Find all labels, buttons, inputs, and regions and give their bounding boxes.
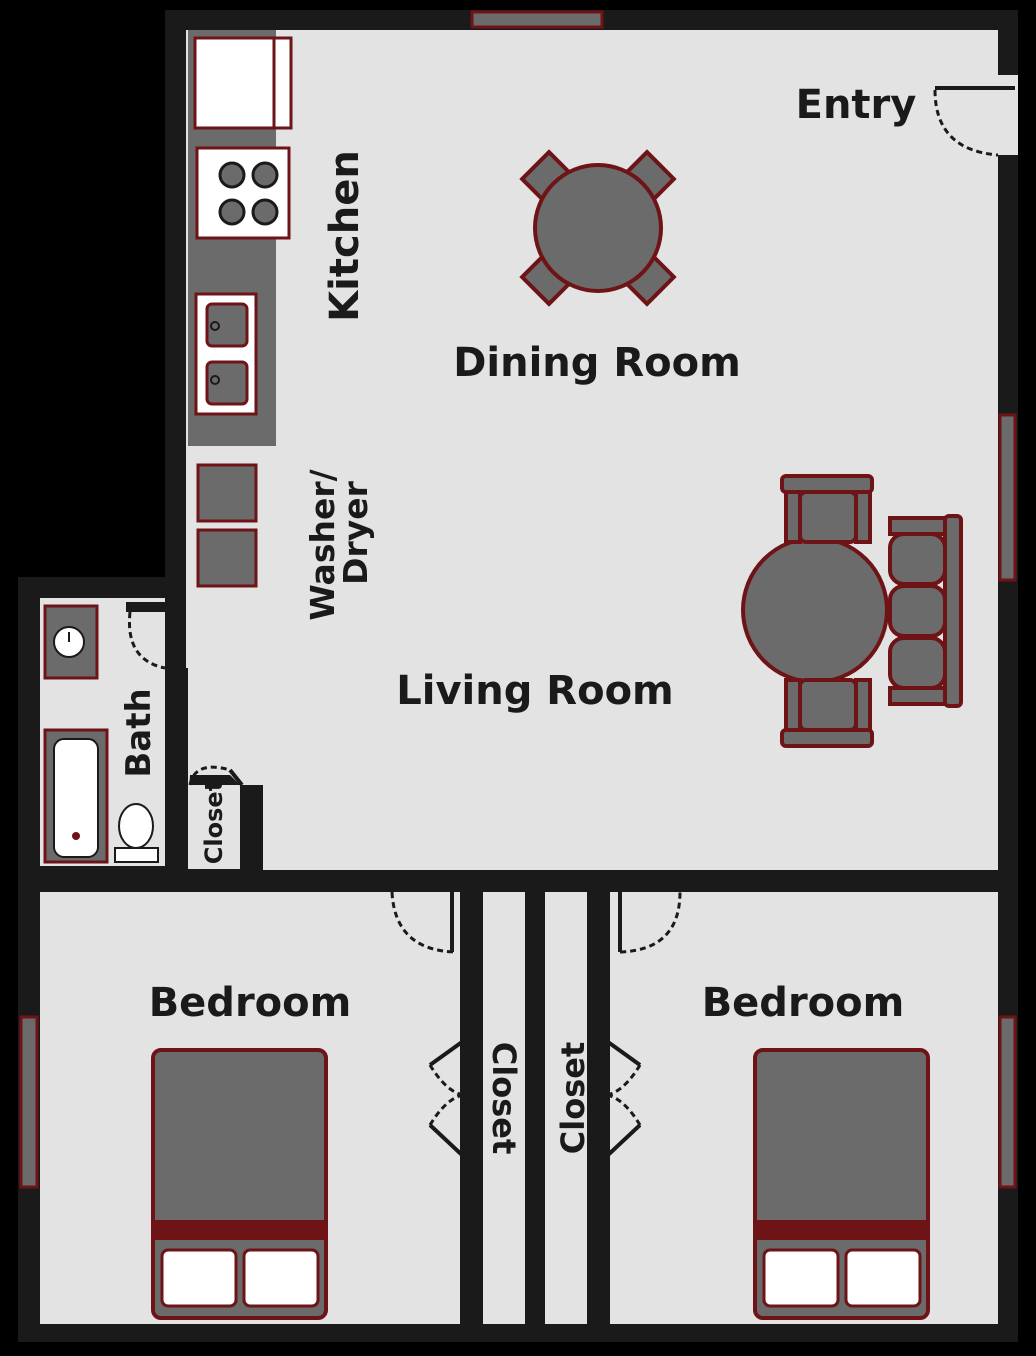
label-bedroom-right: Bedroom bbox=[702, 980, 905, 1026]
label-bedroom-left: Bedroom bbox=[149, 980, 352, 1026]
washer bbox=[196, 463, 258, 523]
left-closet-frame bbox=[428, 1040, 464, 1157]
label-washer: Washer/ bbox=[303, 468, 342, 620]
bath-sink-icon bbox=[43, 604, 99, 680]
label-closet-small: Closet bbox=[200, 780, 228, 864]
bedroom-right-door-swing bbox=[619, 891, 682, 954]
wall-living-bedroom-left bbox=[18, 870, 390, 892]
dryer bbox=[196, 528, 258, 588]
wall-closet-left bbox=[460, 892, 483, 1042]
label-closet-right: Closet bbox=[554, 1042, 592, 1154]
bathtub-icon bbox=[43, 728, 109, 864]
main-floor bbox=[185, 30, 1018, 870]
interior-walls bbox=[18, 602, 1018, 1342]
window-bedroom-left bbox=[19, 1015, 39, 1189]
bedroom-left-door-swing bbox=[390, 891, 456, 954]
small-closet-floor bbox=[188, 785, 240, 869]
window-top bbox=[470, 10, 604, 29]
right-hall-closet-floor bbox=[545, 892, 587, 1324]
closet-door-swing bbox=[188, 765, 231, 786]
right-closet-door-b bbox=[607, 1093, 642, 1126]
left-hall-closet-floor bbox=[483, 892, 525, 1324]
chair-top bbox=[780, 474, 874, 544]
label-living-room: Living Room bbox=[396, 668, 673, 714]
label-closet-left: Closet bbox=[485, 1042, 523, 1154]
right-closet-door-a bbox=[607, 1064, 642, 1097]
label-dining-room: Dining Room bbox=[453, 340, 741, 386]
dining-table-icon bbox=[519, 149, 677, 307]
bed-right-icon bbox=[753, 1048, 930, 1320]
washer-dryer-icon bbox=[196, 463, 258, 588]
label-bath: Bath bbox=[119, 688, 159, 777]
entry-door-swing bbox=[933, 89, 999, 157]
label-entry: Entry bbox=[796, 82, 917, 128]
label-dryer: Dryer bbox=[336, 480, 375, 585]
toilet-icon bbox=[114, 803, 159, 863]
windows bbox=[19, 10, 1017, 1189]
stove-icon bbox=[195, 146, 291, 240]
wall-living-bedroom-right bbox=[680, 870, 1018, 892]
bed-left-icon bbox=[151, 1048, 328, 1320]
refrigerator bbox=[193, 36, 293, 130]
closet-door-leaf bbox=[228, 768, 244, 787]
wall-closet-right bbox=[587, 892, 610, 1042]
window-bedroom-right bbox=[998, 1015, 1017, 1189]
kitchen-sink-icon bbox=[194, 292, 258, 416]
wall-closet-right-lower bbox=[587, 1155, 610, 1342]
bench-right bbox=[888, 514, 963, 708]
doors bbox=[127, 89, 999, 1126]
right-closet-frame bbox=[606, 1040, 642, 1157]
chair-bottom bbox=[780, 678, 874, 748]
left-closet-door-a bbox=[428, 1064, 463, 1097]
wall-closet-mid bbox=[525, 892, 545, 1342]
door-lines bbox=[130, 86, 1015, 1157]
wall-bath-right bbox=[165, 668, 188, 870]
living-table-icon bbox=[741, 474, 963, 748]
wall-closet-left-lower bbox=[460, 1155, 483, 1342]
label-kitchen: Kitchen bbox=[322, 150, 368, 322]
wall-closet-top bbox=[458, 870, 610, 892]
wall-small-closet-right bbox=[240, 785, 263, 870]
left-closet-door-b bbox=[428, 1093, 463, 1126]
window-right bbox=[998, 413, 1017, 582]
